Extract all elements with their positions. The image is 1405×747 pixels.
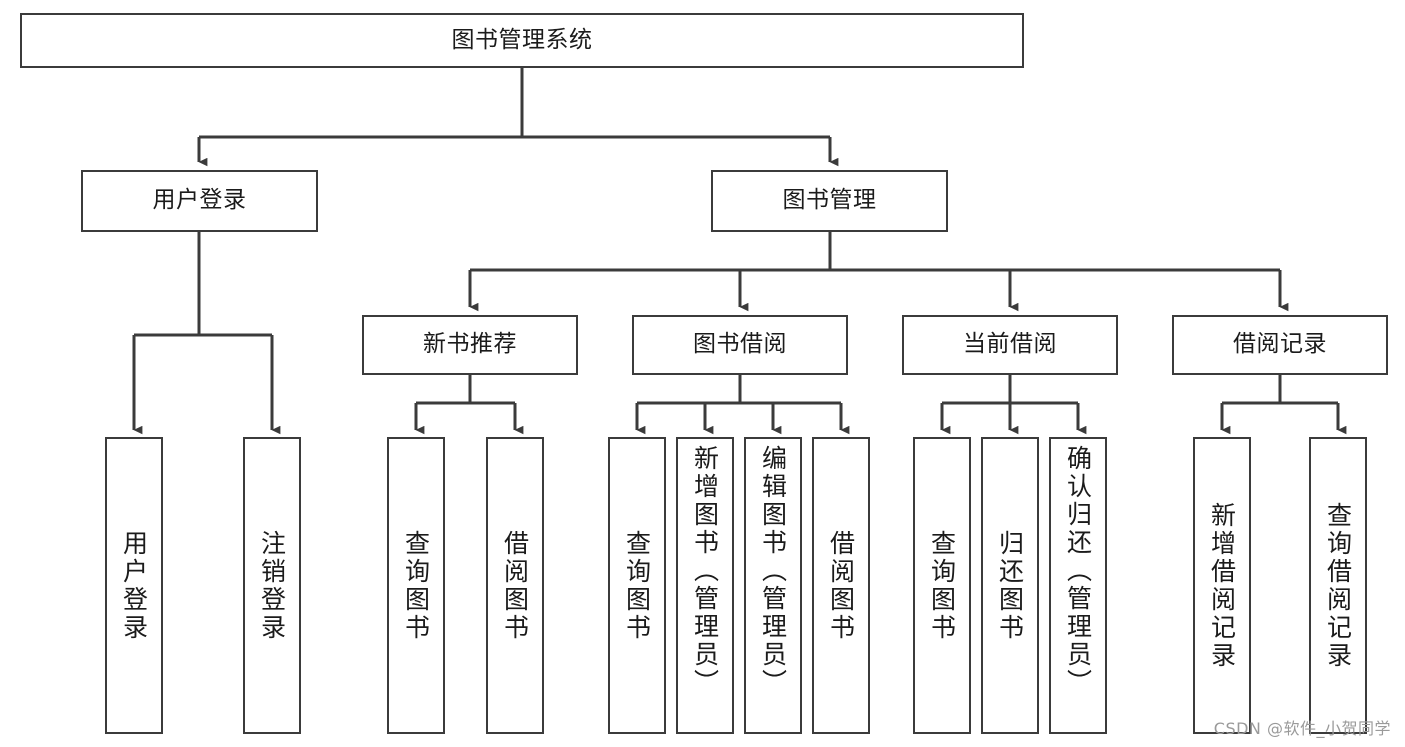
node-label: 查询借阅记录 (1323, 501, 1353, 670)
node-new-book-recommend[interactable]: 新书推荐 (362, 315, 578, 375)
leaf-cb-return-book[interactable]: 归还图书 (981, 437, 1039, 734)
node-book-management[interactable]: 图书管理 (711, 170, 948, 232)
node-borrow-record[interactable]: 借阅记录 (1172, 315, 1388, 375)
node-root-book-management-system[interactable]: 图书管理系统 (20, 13, 1024, 68)
node-label: 新书推荐 (423, 331, 517, 358)
node-label: 编辑图书（管理员） (758, 445, 788, 697)
node-label: 新增图书（管理员） (690, 445, 720, 697)
leaf-br-add-record[interactable]: 新增借阅记录 (1193, 437, 1251, 734)
node-label: 新增借阅记录 (1207, 501, 1237, 670)
node-label: 借阅记录 (1233, 331, 1327, 358)
node-label: 注销登录 (257, 529, 287, 642)
node-book-borrow[interactable]: 图书借阅 (632, 315, 848, 375)
node-label: 用户登录 (152, 187, 247, 214)
leaf-logout[interactable]: 注销登录 (243, 437, 301, 734)
leaf-user-login[interactable]: 用户登录 (105, 437, 163, 734)
node-current-borrow[interactable]: 当前借阅 (902, 315, 1118, 375)
node-label: 查询图书 (927, 529, 957, 642)
node-label: 图书管理系统 (451, 26, 593, 53)
node-label: 图书管理 (782, 187, 877, 214)
leaf-bb-query-book[interactable]: 查询图书 (608, 437, 666, 734)
leaf-nb-query-book[interactable]: 查询图书 (387, 437, 445, 734)
node-label: 图书借阅 (693, 331, 787, 358)
node-label: 查询图书 (622, 529, 652, 642)
leaf-bb-edit-book-admin[interactable]: 编辑图书（管理员） (744, 437, 802, 734)
node-label: 当前借阅 (963, 331, 1057, 358)
leaf-bb-borrow-book[interactable]: 借阅图书 (812, 437, 870, 734)
node-label: 确认归还（管理员） (1063, 445, 1093, 697)
node-user-login[interactable]: 用户登录 (81, 170, 318, 232)
node-label: 查询图书 (401, 529, 431, 642)
node-label: 用户登录 (119, 529, 149, 642)
node-label: 归还图书 (995, 529, 1025, 642)
leaf-bb-add-book-admin[interactable]: 新增图书（管理员） (676, 437, 734, 734)
leaf-nb-borrow-book[interactable]: 借阅图书 (486, 437, 544, 734)
leaf-br-query-record[interactable]: 查询借阅记录 (1309, 437, 1367, 734)
node-label: 借阅图书 (826, 529, 856, 642)
node-label: 借阅图书 (500, 529, 530, 642)
leaf-cb-confirm-return-admin[interactable]: 确认归还（管理员） (1049, 437, 1107, 734)
leaf-cb-query-book[interactable]: 查询图书 (913, 437, 971, 734)
